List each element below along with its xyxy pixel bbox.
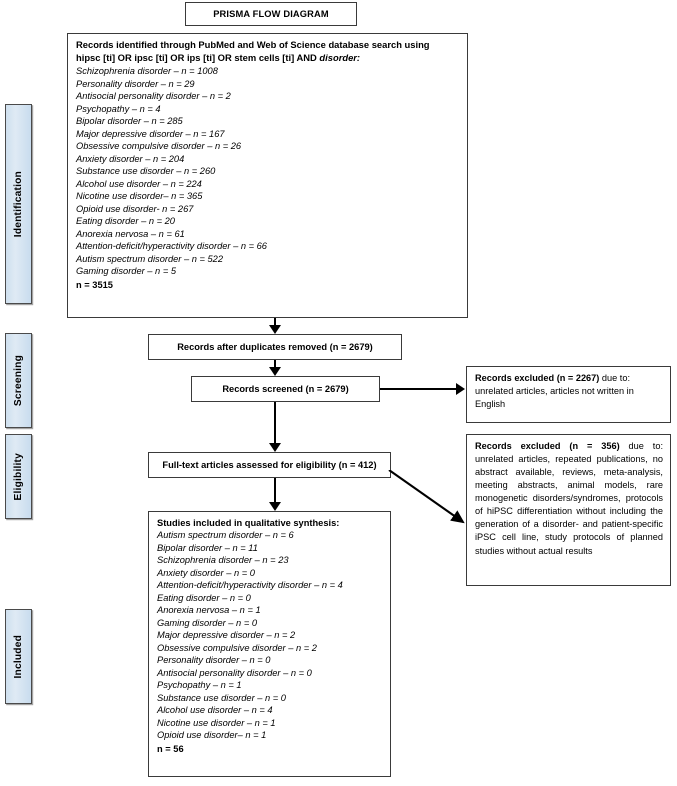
list-item: Alcohol use disorder – n = 4 <box>157 705 273 716</box>
list-item: Opioid use disorder- n = 267 <box>76 203 194 214</box>
arrowhead-fulltext-to-included <box>269 502 281 511</box>
arrowhead-identification-to-duplicates <box>269 325 281 334</box>
list-item: Anorexia nervosa – n = 61 <box>76 228 185 239</box>
list-item: Schizophrenia disorder – n = 23 <box>157 555 289 566</box>
connector-fulltext-to-included <box>273 478 277 503</box>
list-item: Gaming disorder – n = 5 <box>76 266 176 276</box>
arrowhead-screened-to-fulltext <box>269 443 281 452</box>
identification-heading: Records identified through PubMed and We… <box>76 39 460 64</box>
list-item: Eating disorder – n = 0 <box>157 592 251 603</box>
studies-included-list: Autism spectrum disorder – n = 6 Bipolar… <box>157 529 383 742</box>
list-item: Psychopathy – n = 4 <box>76 103 161 114</box>
identification-heading-line1: Records identified through PubMed and We… <box>76 39 430 50</box>
connector-screened-to-fulltext <box>273 402 277 444</box>
list-item: Autism spectrum disorder – n = 522 <box>76 253 224 264</box>
diagram-title: PRISMA FLOW DIAGRAM <box>213 9 329 19</box>
list-item: Anorexia nervosa – n = 1 <box>157 605 261 616</box>
list-item: Eating disorder – n = 20 <box>76 216 175 226</box>
list-item: Alcohol use disorder – n = 224 <box>76 178 202 189</box>
records-excluded-eligibility-reason: due to: unrelated articles, repeated pub… <box>475 441 663 556</box>
list-item: Attention-deficit/hyperactivity disorder… <box>76 241 267 251</box>
list-item: Nicotine use disorder– n = 365 <box>76 191 203 201</box>
stage-label-screening-text: Screening <box>13 354 24 407</box>
list-item: Opioid use disorder– n = 1 <box>157 730 267 741</box>
studies-included-box: Studies included in qualitative synthesi… <box>148 511 391 777</box>
fulltext-assessed-label: Full-text articles assessed for eligibil… <box>162 460 377 470</box>
list-item: Gaming disorder – n = 0 <box>157 617 257 628</box>
arrowhead-screened-to-excluded1 <box>456 383 465 395</box>
records-screened-label: Records screened (n = 2679) <box>222 384 349 394</box>
list-item: Schizophrenia disorder – n = 1008 <box>76 66 218 76</box>
stage-label-identification: Identification <box>5 104 32 304</box>
list-item: Anxiety disorder – n = 204 <box>76 153 185 164</box>
records-excluded-eligibility-text: Records excluded (n = 356) due to: unrel… <box>475 440 663 558</box>
stage-label-screening: Screening <box>5 333 32 428</box>
list-item: Antisocial personality disorder – n = 2 <box>76 91 231 101</box>
stage-label-included: Included <box>5 609 32 704</box>
connector-identification-to-duplicates <box>273 318 277 326</box>
list-item: Bipolar disorder – n = 11 <box>157 542 258 553</box>
records-excluded-screening-box: Records excluded (n = 2267) due to: unre… <box>466 366 671 423</box>
list-item: Attention-deficit/hyperactivity disorder… <box>157 580 343 591</box>
fulltext-assessed-box: Full-text articles assessed for eligibil… <box>148 452 391 478</box>
connector-fulltext-to-excluded2 <box>388 470 465 524</box>
stage-label-identification-text: Identification <box>13 170 24 238</box>
list-item: Psychopathy – n = 1 <box>157 680 242 691</box>
list-item: Anxiety disorder – n = 0 <box>157 567 255 578</box>
arrowhead-duplicates-to-screened <box>269 367 281 376</box>
stage-label-eligibility-text: Eligibility <box>13 452 24 501</box>
identification-record-list: Schizophrenia disorder – n = 1008 Person… <box>76 65 460 278</box>
identification-total: n = 3515 <box>76 279 113 290</box>
records-after-duplicates-box: Records after duplicates removed (n = 26… <box>148 334 402 360</box>
records-excluded-eligibility-box: Records excluded (n = 356) due to: unrel… <box>466 434 671 586</box>
identification-heading-line2-italic: disorder: <box>319 51 361 63</box>
connector-screened-to-excluded1 <box>380 387 459 390</box>
connector-duplicates-to-screened <box>273 360 277 369</box>
list-item: Obsessive compulsive disorder – n = 2 <box>157 642 317 653</box>
identification-heading-line2: hipsc [ti] OR ipsc [ti] OR ips [ti] OR s… <box>76 51 320 63</box>
list-item: Bipolar disorder – n = 285 <box>76 116 183 126</box>
records-excluded-screening-count: Records excluded (n = 2267) <box>475 373 600 383</box>
list-item: Substance use disorder – n = 0 <box>157 692 286 703</box>
studies-included-heading: Studies included in qualitative synthesi… <box>157 518 340 528</box>
list-item: Obsessive compulsive disorder – n = 26 <box>76 141 242 151</box>
diagram-title-box: PRISMA FLOW DIAGRAM <box>185 2 357 26</box>
list-item: Personality disorder – n = 29 <box>76 78 195 89</box>
studies-included-total: n = 56 <box>157 743 184 754</box>
records-excluded-screening-text: Records excluded (n = 2267) due to: unre… <box>475 372 663 411</box>
records-after-duplicates-label: Records after duplicates removed (n = 26… <box>177 342 373 352</box>
list-item: Antisocial personality disorder – n = 0 <box>157 667 312 678</box>
list-item: Major depressive disorder – n = 167 <box>76 128 225 139</box>
list-item: Autism spectrum disorder – n = 6 <box>157 530 294 541</box>
list-item: Substance use disorder – n = 260 <box>76 166 216 176</box>
identification-records-box: Records identified through PubMed and We… <box>67 33 468 318</box>
list-item: Personality disorder – n = 0 <box>157 655 271 666</box>
list-item: Major depressive disorder – n = 2 <box>157 630 296 641</box>
stage-label-included-text: Included <box>13 634 24 679</box>
records-screened-box: Records screened (n = 2679) <box>191 376 380 402</box>
records-excluded-screening-reason: due to: unrelated articles, articles not… <box>475 373 634 410</box>
stage-label-eligibility: Eligibility <box>5 434 32 519</box>
records-excluded-eligibility-count: Records excluded (n = 356) <box>475 441 620 451</box>
list-item: Nicotine use disorder – n = 1 <box>157 717 276 728</box>
